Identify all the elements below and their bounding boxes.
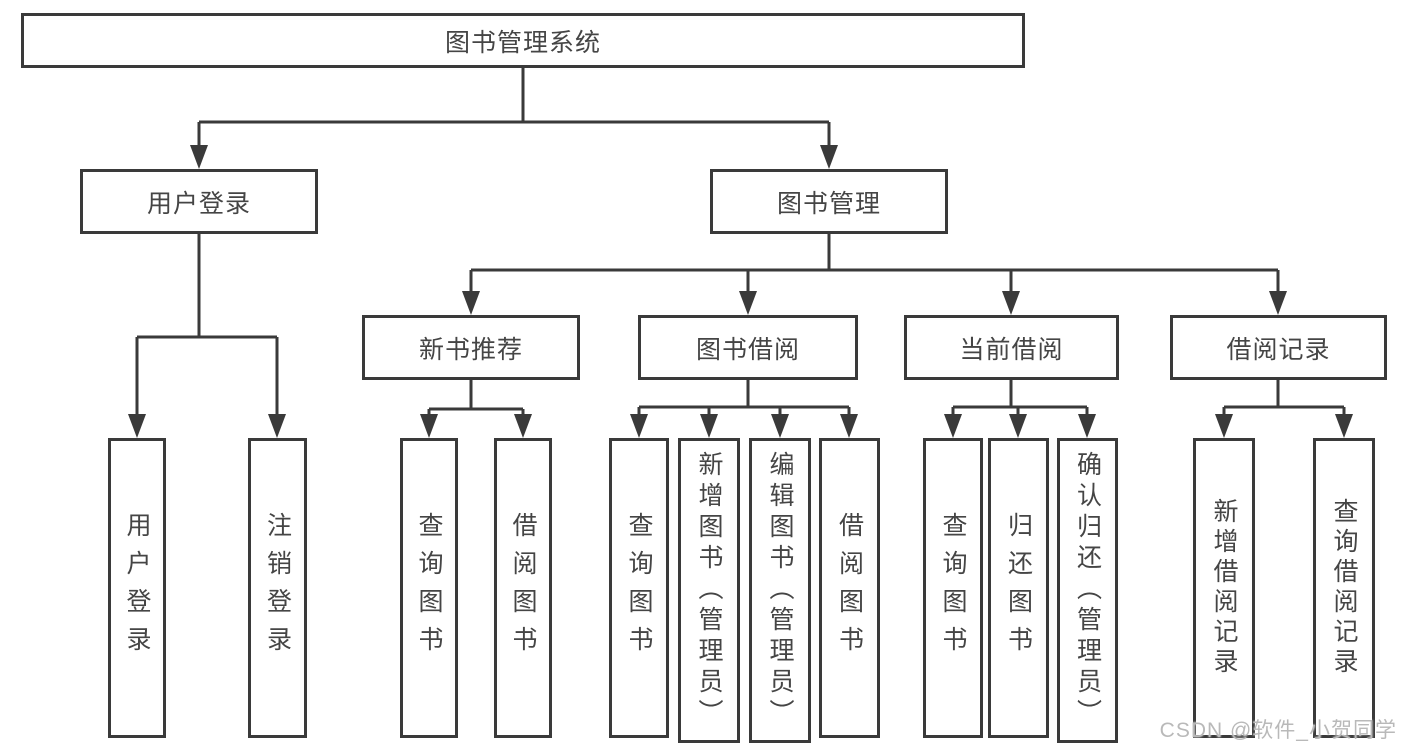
leaf-label: 查询图书 bbox=[625, 512, 653, 664]
arrowhead bbox=[1078, 414, 1096, 438]
arrowhead bbox=[420, 414, 438, 438]
node-library-management-system: 图书管理系统 bbox=[21, 13, 1025, 68]
connector-book-management-children bbox=[469, 234, 1280, 296]
leaf-query-borrowing-record: 查询借阅记录 bbox=[1313, 438, 1375, 738]
connector-root-to-level2 bbox=[197, 68, 831, 150]
connector-current-borrowing-children bbox=[951, 380, 1089, 419]
arrowhead bbox=[1002, 291, 1020, 315]
leaf-user-login: 用户登录 bbox=[108, 438, 166, 738]
node-label: 图书借阅 bbox=[695, 335, 800, 364]
connector-book-borrowing-children bbox=[637, 380, 851, 419]
arrowhead bbox=[128, 414, 146, 438]
node-book-borrowing: 图书借阅 bbox=[638, 315, 858, 380]
arrowhead bbox=[462, 291, 480, 315]
arrowhead bbox=[514, 414, 532, 438]
node-label: 当前借阅 bbox=[959, 335, 1064, 364]
leaf-label: 编辑图书（管理员） bbox=[766, 451, 794, 730]
connector-borrowing-records-children bbox=[1222, 380, 1346, 419]
arrowhead bbox=[739, 291, 757, 315]
node-book-management: 图书管理 bbox=[710, 169, 948, 234]
leaf-label: 查询图书 bbox=[415, 512, 443, 664]
arrowhead bbox=[820, 145, 838, 169]
arrowhead bbox=[1335, 414, 1353, 438]
arrowhead bbox=[700, 414, 718, 438]
leaf-add-borrowing-record: 新增借阅记录 bbox=[1193, 438, 1255, 738]
leaf-logout: 注销登录 bbox=[248, 438, 307, 738]
leaf-edit-books-admin: 编辑图书（管理员） bbox=[749, 438, 811, 743]
leaf-label: 归还图书 bbox=[1004, 512, 1033, 664]
leaf-confirm-return-admin: 确认归还（管理员） bbox=[1057, 438, 1118, 743]
leaf-label: 注销登录 bbox=[263, 512, 292, 664]
connector-user-login-children bbox=[135, 234, 279, 419]
node-borrowing-records: 借阅记录 bbox=[1170, 315, 1387, 380]
node-label: 用户登录 bbox=[146, 189, 251, 218]
leaf-add-books-admin: 新增图书（管理员） bbox=[678, 438, 740, 743]
arrowhead bbox=[1009, 414, 1027, 438]
leaf-label: 查询借阅记录 bbox=[1330, 498, 1358, 678]
leaf-label: 借阅图书 bbox=[509, 512, 537, 664]
arrowhead bbox=[1215, 414, 1233, 438]
node-label: 图书管理系统 bbox=[444, 28, 601, 57]
connector-new-book-children bbox=[427, 380, 525, 419]
node-user-login: 用户登录 bbox=[80, 169, 318, 234]
arrowhead bbox=[268, 414, 286, 438]
leaf-label: 用户登录 bbox=[123, 512, 151, 664]
arrowhead bbox=[771, 414, 789, 438]
csdn-watermark: CSDN @软件_小贺同学 bbox=[1159, 719, 1397, 742]
leaf-return-books: 归还图书 bbox=[988, 438, 1049, 738]
leaf-label: 借阅图书 bbox=[835, 512, 864, 664]
leaf-label: 查询图书 bbox=[939, 512, 967, 664]
node-label: 借阅记录 bbox=[1226, 335, 1331, 364]
arrowhead bbox=[190, 145, 208, 169]
node-new-book-recommendation: 新书推荐 bbox=[362, 315, 580, 380]
arrowhead bbox=[1269, 291, 1287, 315]
leaf-borrow-books: 借阅图书 bbox=[819, 438, 880, 738]
leaf-label: 新增图书（管理员） bbox=[695, 451, 723, 730]
leaf-borrow-books-recommend: 借阅图书 bbox=[494, 438, 552, 738]
node-label: 图书管理 bbox=[776, 189, 881, 218]
arrowhead bbox=[944, 414, 962, 438]
node-current-borrowing: 当前借阅 bbox=[904, 315, 1119, 380]
node-label: 新书推荐 bbox=[418, 335, 523, 364]
leaf-query-books-current: 查询图书 bbox=[923, 438, 983, 738]
arrowhead bbox=[840, 414, 858, 438]
leaf-label: 新增借阅记录 bbox=[1210, 498, 1238, 678]
leaf-query-books-recommend: 查询图书 bbox=[400, 438, 458, 738]
leaf-query-books-borrowing: 查询图书 bbox=[609, 438, 669, 738]
arrowhead bbox=[630, 414, 648, 438]
leaf-label: 确认归还（管理员） bbox=[1073, 451, 1102, 730]
